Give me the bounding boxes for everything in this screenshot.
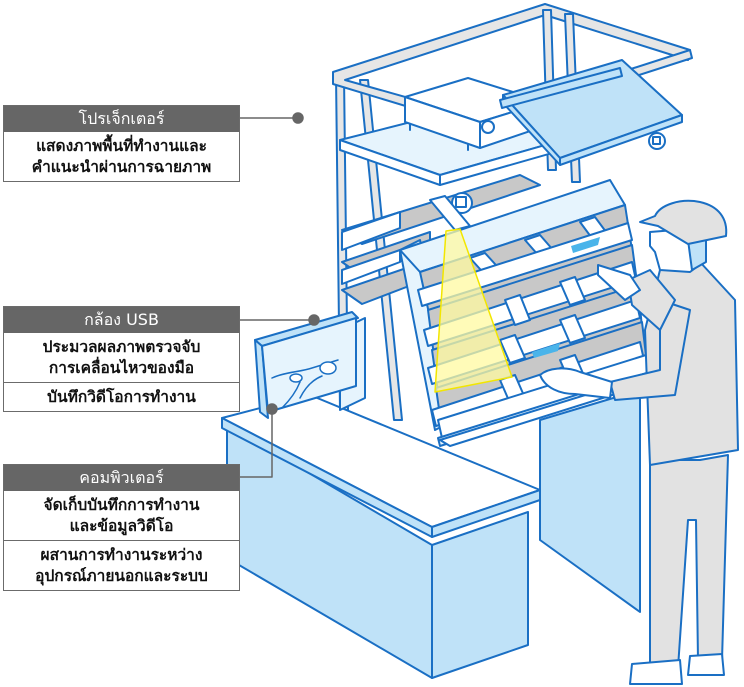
description-line: จัดเก็บบันทึกการทำงาน <box>43 496 200 514</box>
camera-leader-dot <box>308 314 320 326</box>
description-line: ผสานการทำงานระหว่าง <box>40 546 203 564</box>
projector-leader-dot <box>292 112 304 124</box>
projector-callout-title: โปรเจ็กเตอร์ <box>4 106 239 132</box>
usb-camera-mount <box>429 192 473 231</box>
projector-callout-description: แสดงภาพพื้นที่ทำงานและ คำแนะนำผ่านการฉาย… <box>4 132 239 181</box>
pick-indicator-lights <box>532 237 600 358</box>
computer-function-data-storage: จัดเก็บบันทึกการทำงาน และข้อมูลวิดีโอ <box>4 491 239 540</box>
usb-camera-function-hand-detection: ประมวลผลภาพตรวจจับ การเคลื่อนไหวของมือ <box>4 333 239 382</box>
description-line: ประมวลผลภาพตรวจจับ <box>42 338 201 356</box>
description-line: แสดงภาพพื้นที่ทำงานและ <box>36 137 207 155</box>
projector-callout: โปรเจ็กเตอร์ แสดงภาพพื้นที่ทำงานและ คำแน… <box>3 105 240 182</box>
description-line: และข้อมูลวิดีโอ <box>69 517 174 535</box>
leader-lines <box>239 112 320 478</box>
computer-callout: คอมพิวเตอร์ จัดเก็บบันทึกการทำงาน และข้อ… <box>3 464 240 591</box>
description-line: อุปกรณ์ภายนอกและระบบ <box>35 567 208 585</box>
usb-camera-function-video-recording: บันทึกวิดีโอการทำงาน <box>4 382 239 411</box>
description-line: การเคลื่อนไหวของมือ <box>48 359 195 377</box>
description-line: คำแนะนำผ่านการฉายภาพ <box>31 158 212 176</box>
projection-beam <box>434 228 513 393</box>
computer-leader-line <box>239 408 273 478</box>
computer-leader-dot <box>266 403 278 415</box>
usb-camera-callout: กล้อง USB ประมวลผลภาพตรวจจับ การเคลื่อนไ… <box>3 306 240 412</box>
description-line: บันทึกวิดีโอการทำงาน <box>47 388 196 406</box>
usb-camera-callout-title: กล้อง USB <box>4 307 239 333</box>
overhead-display-panel <box>499 59 683 166</box>
indicator-light <box>532 343 560 358</box>
worker-figure <box>539 199 739 685</box>
monitor <box>254 311 366 419</box>
indicator-light <box>571 237 600 253</box>
computer-callout-title: คอมพิวเตอร์ <box>4 465 239 491</box>
computer-function-integration: ผสานการทำงานระหว่าง อุปกรณ์ภายนอกและระบบ <box>4 540 239 590</box>
